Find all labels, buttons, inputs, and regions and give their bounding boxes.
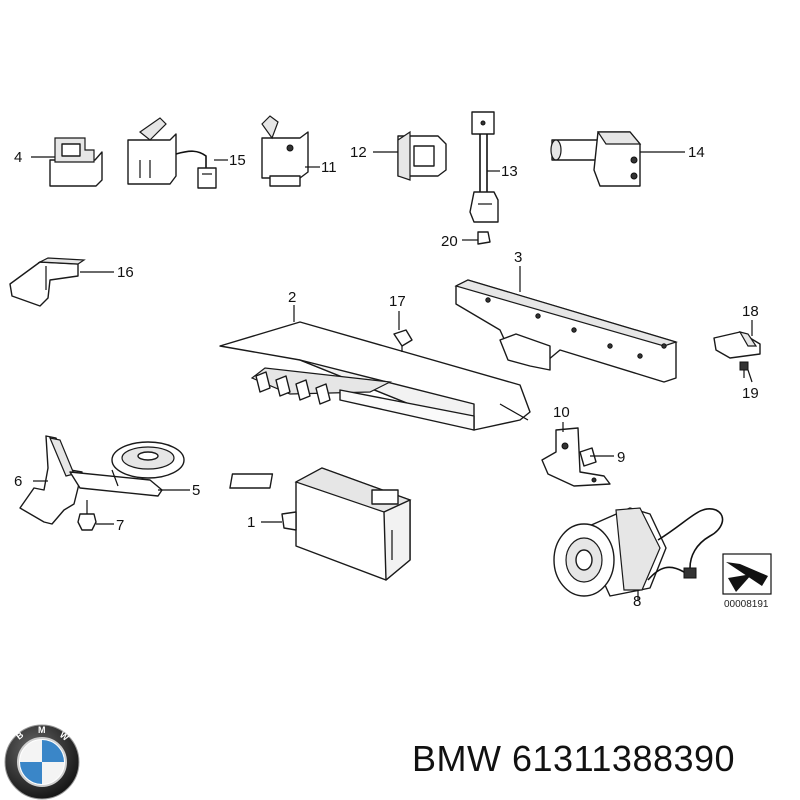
callout-14: 20 (441, 233, 458, 250)
part-12-switch (397, 130, 447, 181)
callout-11: 11 (321, 159, 337, 176)
callout-12: 12 (350, 144, 367, 161)
part-4-switch (49, 137, 103, 187)
callout-7: 7 (116, 517, 124, 534)
part-7-bolt (77, 500, 97, 531)
callout-10: 10 (553, 404, 570, 421)
part-15-switch (127, 117, 217, 189)
callout-15: 15 (229, 152, 246, 169)
svg-text:B: B (14, 729, 26, 741)
callout-4: 4 (14, 149, 22, 166)
callout-16: 16 (117, 264, 134, 281)
part-13-cable (469, 111, 499, 223)
callout-17: 17 (389, 293, 406, 310)
part-number-caption: BMW 61311388390 (412, 738, 792, 788)
part-16-bracket (9, 257, 86, 307)
part-17-clip (393, 329, 413, 352)
part-3-rail (454, 279, 678, 383)
callout-3: 3 (514, 249, 522, 266)
callout-19: 19 (742, 385, 759, 402)
reference-box: 00008191 (722, 553, 772, 610)
part-20-switch (550, 131, 642, 187)
callout-13: 13 (501, 163, 518, 180)
part-14-terminal (477, 231, 491, 245)
part-8-siren (553, 507, 724, 597)
part-1-control-module (229, 467, 412, 581)
callout-8: 8 (633, 593, 641, 610)
callout-6: 6 (14, 473, 22, 490)
svg-text:M: M (38, 725, 46, 735)
callout-1: 1 (247, 514, 255, 531)
callout-20: 14 (688, 144, 705, 161)
part-11-switch (261, 115, 309, 187)
part-18-bracket (713, 331, 761, 359)
part-2-panel (219, 321, 531, 431)
part-10-bracket (541, 427, 611, 487)
bmw-logo: B M W (4, 724, 80, 800)
callout-9: 9 (617, 449, 625, 466)
part-9-bolt (579, 447, 614, 467)
part-5-horn (69, 441, 185, 497)
callout-5: 5 (192, 482, 200, 499)
brand-name: BMW (412, 738, 502, 779)
part-19-screw (739, 361, 749, 378)
part-number: 61311388390 (512, 738, 736, 779)
callout-18: 18 (742, 303, 759, 320)
callout-2: 2 (288, 289, 296, 306)
part-6-bracket (19, 435, 83, 525)
reference-number: 00008191 (724, 599, 769, 610)
